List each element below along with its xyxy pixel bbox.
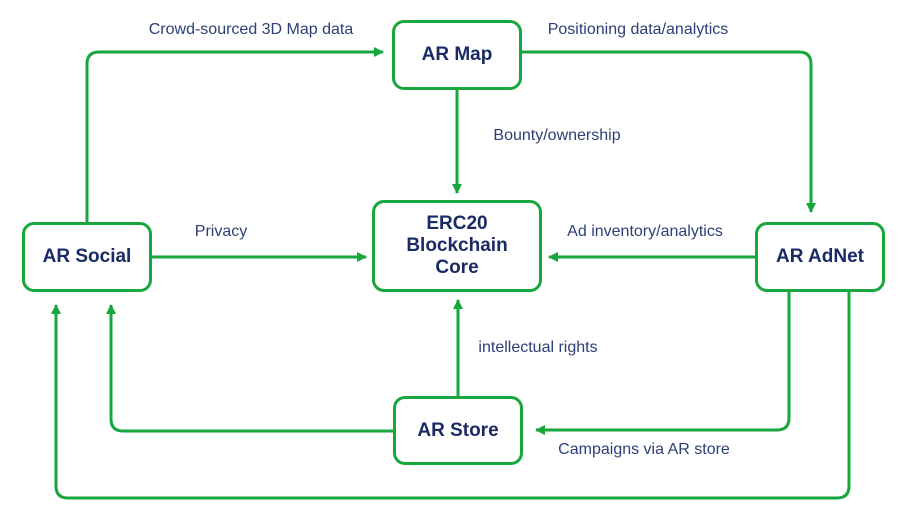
node-ar-store-label: AR Store	[417, 419, 499, 441]
node-ar-map-label: AR Map	[421, 44, 493, 66]
node-ar-store: AR Store	[393, 396, 523, 465]
edge-social-to-map	[85, 46, 385, 222]
edge-label-campaigns-via-ar-store: Campaigns via AR store	[558, 441, 730, 458]
edge-label-ad-inventory-analytics: Ad inventory/analytics	[567, 223, 723, 240]
edge-store-to-social	[105, 303, 393, 433]
edge-label-positioning-data-analytics: Positioning data/analytics	[547, 21, 729, 38]
node-erc20-blockchain-core: ERC20 Blockchain Core	[372, 200, 542, 292]
node-ar-adnet-label: AR AdNet	[776, 246, 864, 268]
node-ar-adnet: AR AdNet	[755, 222, 885, 292]
node-ar-social: AR Social	[22, 222, 152, 292]
node-ar-map: AR Map	[392, 20, 522, 90]
edge-label-crowd-sourced-3d-map-data: Crowd-sourced 3D Map data	[148, 21, 354, 38]
edge-adnet-to-store	[534, 292, 791, 436]
edge-adnet-to-social	[50, 292, 851, 500]
node-ar-social-label: AR Social	[42, 246, 132, 268]
edge-label-bounty-ownership: Bounty/ownership	[493, 127, 621, 144]
node-erc20-blockchain-core-label: ERC20 Blockchain Core	[406, 213, 508, 278]
edge-label-privacy: Privacy	[194, 223, 248, 240]
edge-label-intellectual-rights: intellectual rights	[478, 339, 598, 356]
edge-map-to-adnet	[522, 50, 817, 214]
